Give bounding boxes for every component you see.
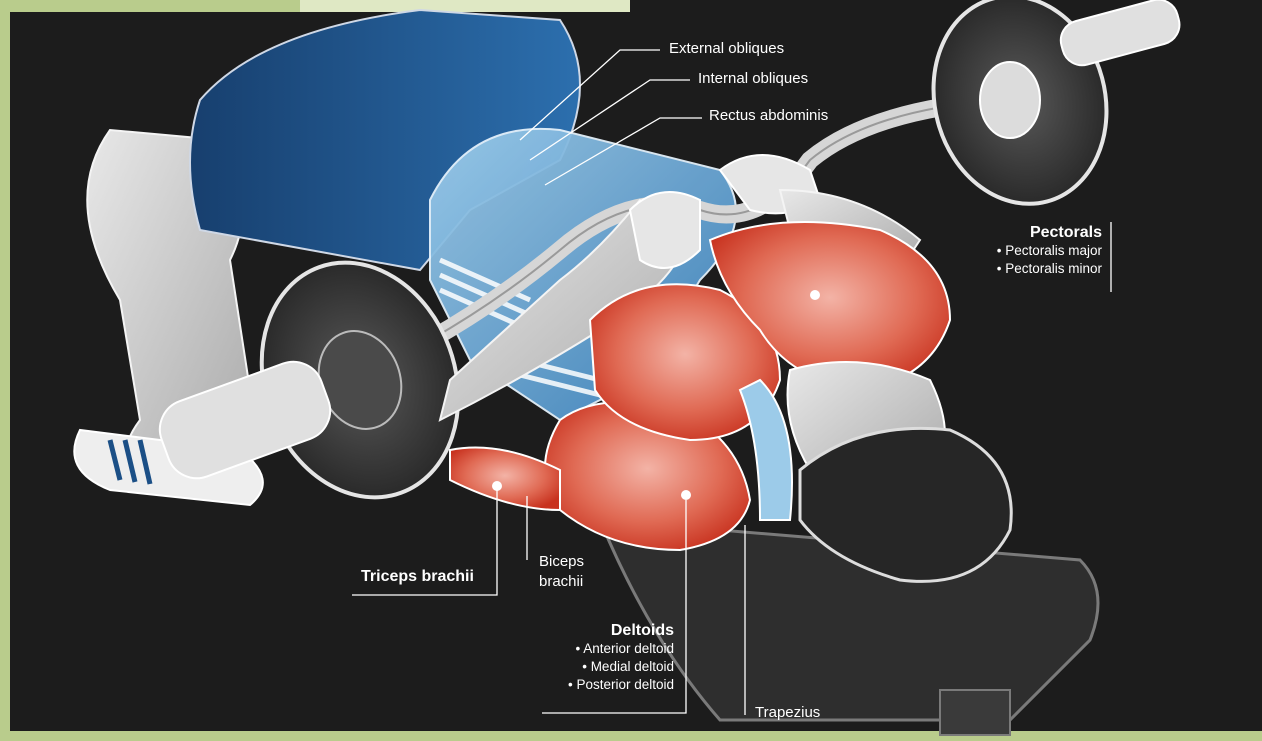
label-trapezius: Trapezius [755, 704, 820, 722]
top-tab-right [300, 0, 630, 12]
deltoids-group: Deltoids Anterior deltoid Medial deltoid… [520, 622, 674, 694]
pectorals-group: Pectorals Pectoralis major Pectoralis mi… [960, 224, 1102, 278]
label-biceps-brachii-line2: brachii [539, 573, 583, 591]
frame-bottom-strip [0, 731, 1262, 741]
label-anterior-deltoid: Anterior deltoid [520, 640, 674, 658]
label-triceps-brachii: Triceps brachii [361, 568, 474, 586]
label-pectorals-title: Pectorals [960, 224, 1102, 242]
deltoid-marker [681, 490, 691, 500]
label-pectoralis-major: Pectoralis major [960, 242, 1102, 260]
label-external-obliques: External obliques [669, 40, 784, 58]
label-medial-deltoid: Medial deltoid [520, 658, 674, 676]
top-tab-left [10, 0, 300, 12]
label-internal-obliques: Internal obliques [698, 70, 808, 88]
label-pectoralis-minor: Pectoralis minor [960, 260, 1102, 278]
label-posterior-deltoid: Posterior deltoid [520, 676, 674, 694]
label-biceps-brachii-line1: Biceps [539, 553, 584, 571]
label-deltoids-title: Deltoids [520, 622, 674, 640]
label-rectus-abdominis: Rectus abdominis [709, 107, 828, 125]
frame-left-strip [0, 0, 10, 741]
pectoral-marker [810, 290, 820, 300]
triceps-marker [492, 481, 502, 491]
